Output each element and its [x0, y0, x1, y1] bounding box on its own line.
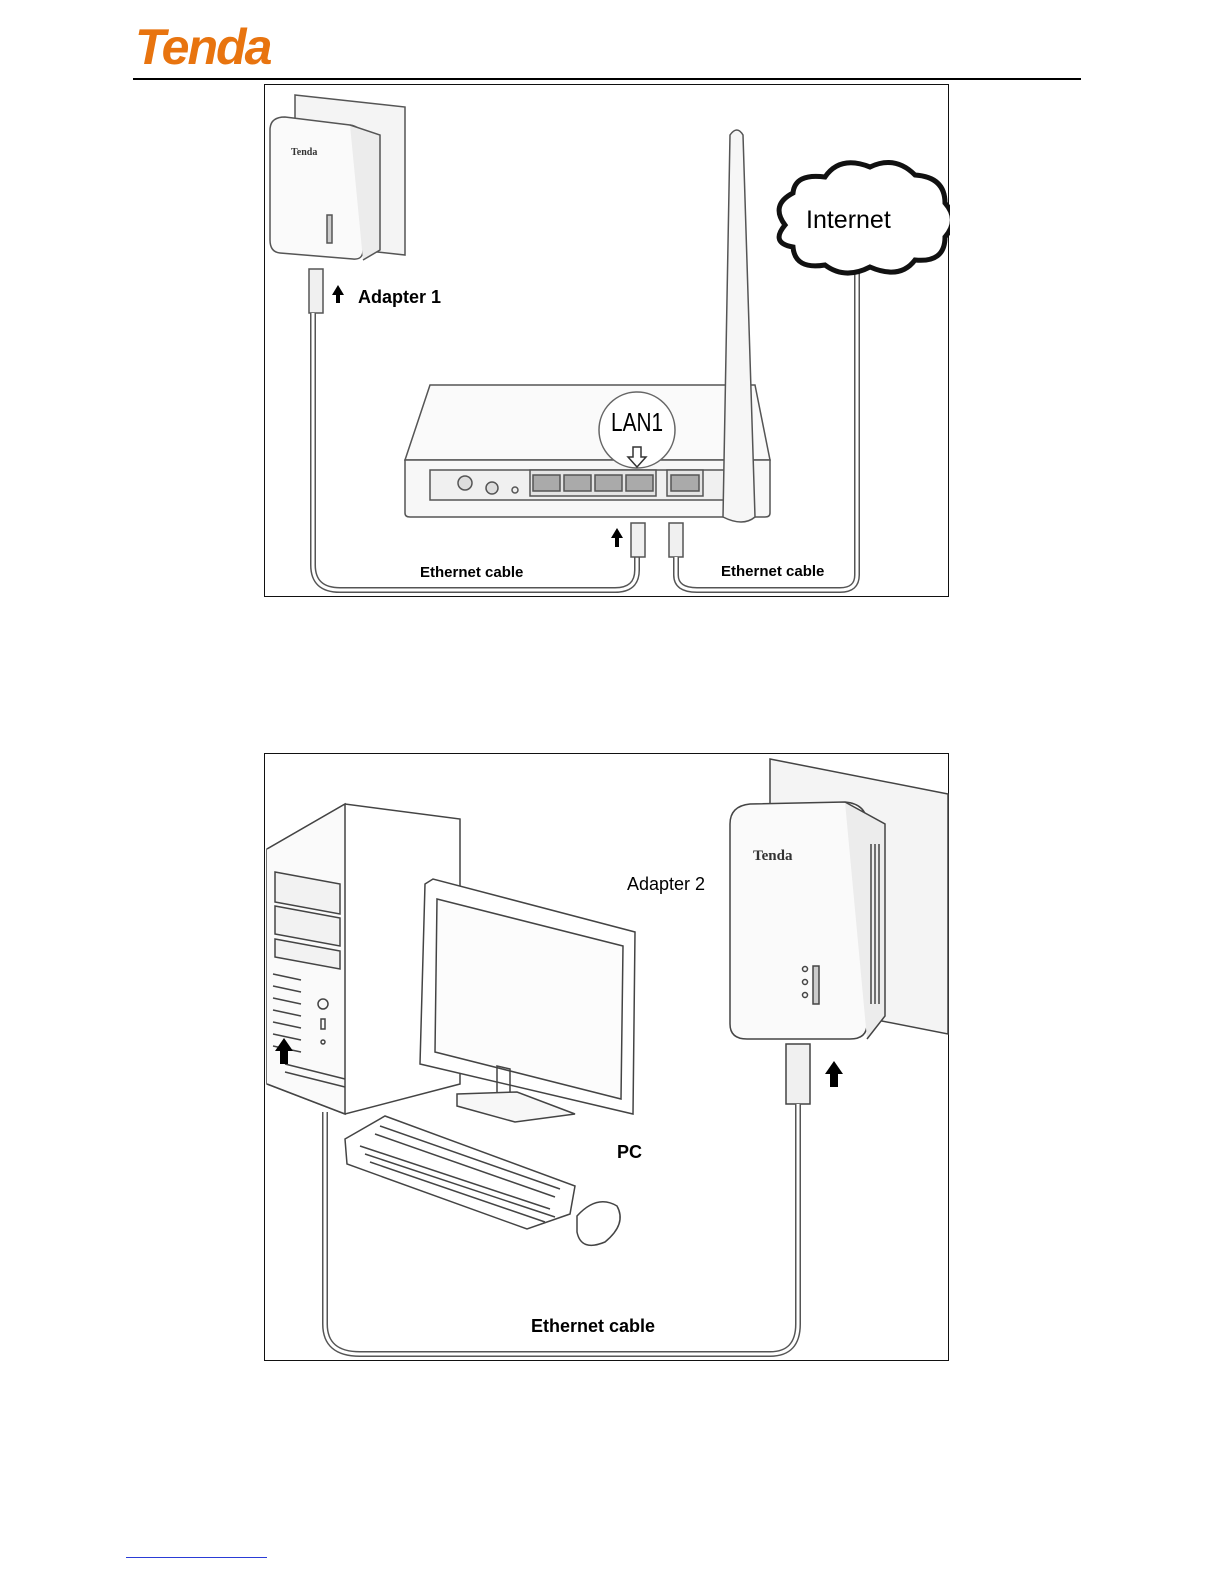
pc-label: PC [617, 1142, 642, 1163]
mouse [577, 1202, 620, 1246]
adapter-1-ethernet-plug [309, 269, 323, 313]
ethernet-cable-pc-label: Ethernet cable [531, 1316, 655, 1337]
pc-diagram: Tenda [265, 754, 950, 1362]
router-antenna [723, 130, 755, 522]
figure-router-connection: Tenda Adapter 1 Internet LAN1 Ethernet c… [264, 84, 949, 597]
figure-pc-connection: Tenda Adapter 2 PC Ethernet cable [264, 753, 949, 1361]
ethernet-cable-left-label: Ethernet cable [420, 564, 523, 581]
adapter-1-label: Adapter 1 [358, 287, 441, 308]
router-wan-plug [669, 523, 683, 557]
adapter-2-led-bar [813, 966, 819, 1004]
adapter-1-brand: Tenda [291, 147, 317, 158]
router-lan-plug [631, 523, 645, 557]
wireless-router [405, 385, 770, 460]
adapter-2-brand: Tenda [753, 848, 793, 864]
arrow-up-router-lan [611, 528, 623, 547]
arrow-up-adapter-2 [825, 1061, 843, 1087]
arrow-up-adapter-1 [332, 285, 344, 303]
power-port [458, 476, 472, 490]
header-rule [133, 78, 1081, 80]
powerline-adapter-2 [730, 802, 867, 1039]
adapter-1-led-bar [327, 215, 332, 243]
lan1-label: LAN1 [611, 407, 663, 438]
ethernet-cable-right-label: Ethernet cable [721, 563, 824, 580]
adapter-2-label: Adapter 2 [627, 874, 705, 895]
adapter-2-ethernet-plug [786, 1044, 810, 1104]
wps-button [486, 482, 498, 494]
router-diagram: Tenda [265, 85, 950, 598]
footer-link-underline [126, 1557, 267, 1558]
tenda-logo: Tenda [133, 20, 343, 72]
powerline-adapter-1 [270, 117, 363, 259]
logo-text: Tenda [135, 20, 272, 72]
internet-label: Internet [806, 206, 891, 235]
